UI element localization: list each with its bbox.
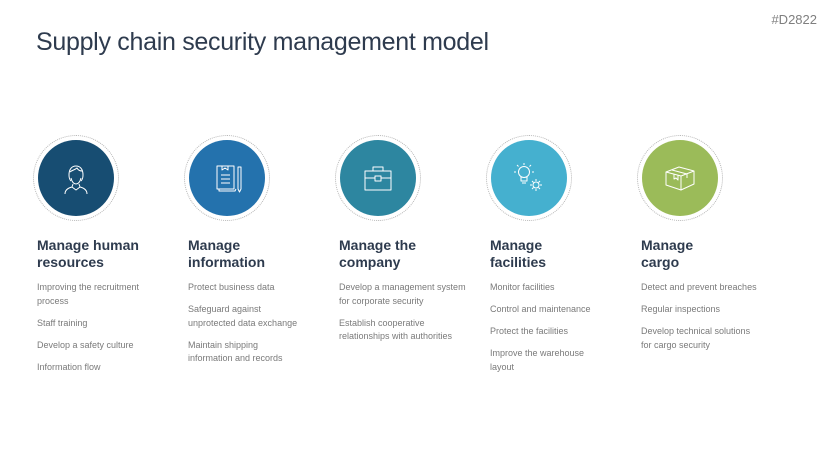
icon-ring bbox=[486, 135, 572, 221]
column-heading: Manage cargo bbox=[641, 237, 694, 270]
icon-disk bbox=[642, 140, 718, 216]
list-item: Detect and prevent breaches bbox=[641, 282, 757, 292]
list-item: Improving the recruitment process bbox=[37, 282, 140, 306]
item-list: Protect business data Safeguard against … bbox=[188, 281, 338, 374]
list-item: Regular inspections bbox=[641, 304, 721, 314]
box-icon bbox=[665, 166, 695, 191]
icon-ring bbox=[33, 135, 119, 221]
icon-disk bbox=[189, 140, 265, 216]
list-item: Establish cooperative relationships with… bbox=[339, 317, 453, 342]
icon-disk bbox=[38, 140, 114, 216]
list-item: Safeguard against unprotected data excha… bbox=[188, 304, 298, 328]
lightbulb-gear-icon bbox=[514, 163, 542, 191]
list-item: Maintain shipping information and record… bbox=[188, 339, 283, 364]
list-item: Protect business data bbox=[188, 282, 275, 292]
column-heading: Manage information bbox=[188, 237, 265, 270]
briefcase-icon bbox=[364, 166, 392, 191]
list-item: Monitor facilities bbox=[490, 282, 555, 292]
icon-ring bbox=[335, 135, 421, 221]
item-list: Improving the recruitment process Staff … bbox=[37, 281, 187, 383]
icon-disk bbox=[340, 140, 416, 216]
column-heading: Manage the company bbox=[339, 237, 417, 270]
page-title: Supply chain security management model bbox=[36, 28, 489, 56]
list-item: Develop a safety culture bbox=[37, 339, 134, 350]
column-heading: Manage facilities bbox=[490, 237, 547, 270]
item-list: Develop a management system for corporat… bbox=[339, 281, 489, 352]
icon-disk bbox=[491, 140, 567, 216]
icon-ring bbox=[184, 135, 270, 221]
column-heading: Manage human resources bbox=[37, 237, 139, 270]
list-item: Develop technical solutions for cargo se… bbox=[641, 326, 751, 350]
icon-ring bbox=[637, 135, 723, 221]
person-icon bbox=[64, 165, 88, 195]
list-item: Information flow bbox=[37, 361, 101, 372]
list-item: Staff training bbox=[37, 317, 88, 328]
document-pencil-icon bbox=[216, 165, 242, 193]
list-item: Improve the warehouse layout bbox=[490, 348, 585, 372]
list-item: Control and maintenance bbox=[490, 304, 591, 314]
list-item: Develop a management system for corporat… bbox=[339, 282, 466, 306]
slide-code: #D2822 bbox=[771, 12, 817, 27]
item-list: Monitor facilities Control and maintenan… bbox=[490, 281, 640, 383]
list-item: Protect the facilities bbox=[490, 326, 569, 336]
item-list: Detect and prevent breaches Regular insp… bbox=[641, 281, 791, 361]
